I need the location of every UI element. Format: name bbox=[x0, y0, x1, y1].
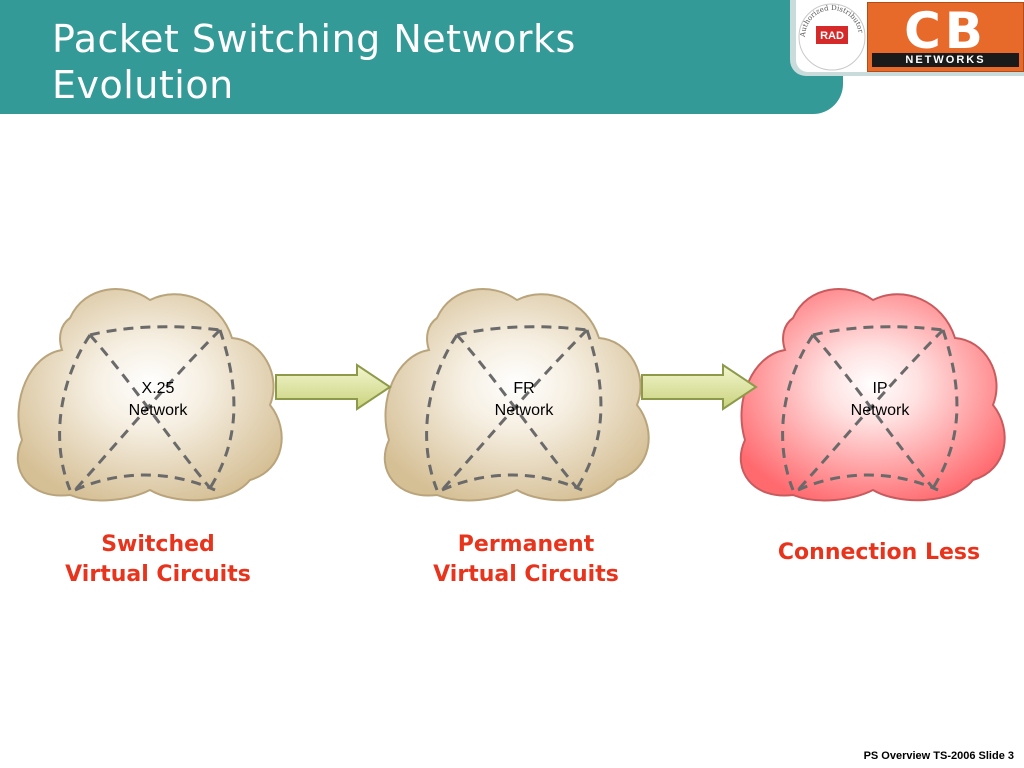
ip-network-label: IP Network bbox=[820, 378, 940, 422]
ip-label-line-1: IP bbox=[872, 380, 888, 397]
caption-switched-virtual-circuits: Switched Virtual Circuits bbox=[38, 530, 278, 590]
caption-1-line-1: Switched bbox=[101, 532, 215, 557]
caption-2-line-2: Virtual Circuits bbox=[433, 562, 619, 587]
arrow-x25-to-fr bbox=[275, 363, 392, 411]
x25-network-label: X.25 Network bbox=[98, 378, 218, 422]
fr-label-line-1: FR bbox=[513, 380, 535, 397]
header-banner: Packet Switching Networks Evolution bbox=[0, 0, 843, 114]
seal-brand: RAD bbox=[820, 30, 844, 42]
caption-connection-less: Connection Less bbox=[754, 538, 1004, 568]
caption-3-line-1: Connection Less bbox=[777, 540, 981, 565]
caption-2-line-1: Permanent bbox=[457, 532, 595, 557]
caption-1-line-2: Virtual Circuits bbox=[65, 562, 251, 587]
caption-permanent-virtual-circuits: Permanent Virtual Circuits bbox=[406, 530, 646, 590]
title-line-2: Evolution bbox=[52, 63, 234, 107]
arrow-fr-to-ip bbox=[641, 363, 758, 411]
cb-networks-text: NETWORKS bbox=[872, 53, 1019, 67]
x25-label-line-2: Network bbox=[128, 402, 188, 419]
rad-seal-logo: Authorized Distributor RAD bbox=[798, 3, 866, 71]
page-title: Packet Switching Networks Evolution bbox=[52, 16, 576, 108]
slide-footer: PS Overview TS-2006 Slide 3 bbox=[863, 750, 1014, 762]
x25-label-line-1: X.25 bbox=[141, 380, 175, 397]
cb-letters: CB bbox=[904, 2, 987, 60]
ip-label-line-2: Network bbox=[850, 402, 910, 419]
fr-label-line-2: Network bbox=[494, 402, 554, 419]
fr-network-label: FR Network bbox=[464, 378, 584, 422]
cb-networks-logo: CB NETWORKS bbox=[867, 2, 1024, 72]
title-line-1: Packet Switching Networks bbox=[52, 17, 576, 61]
